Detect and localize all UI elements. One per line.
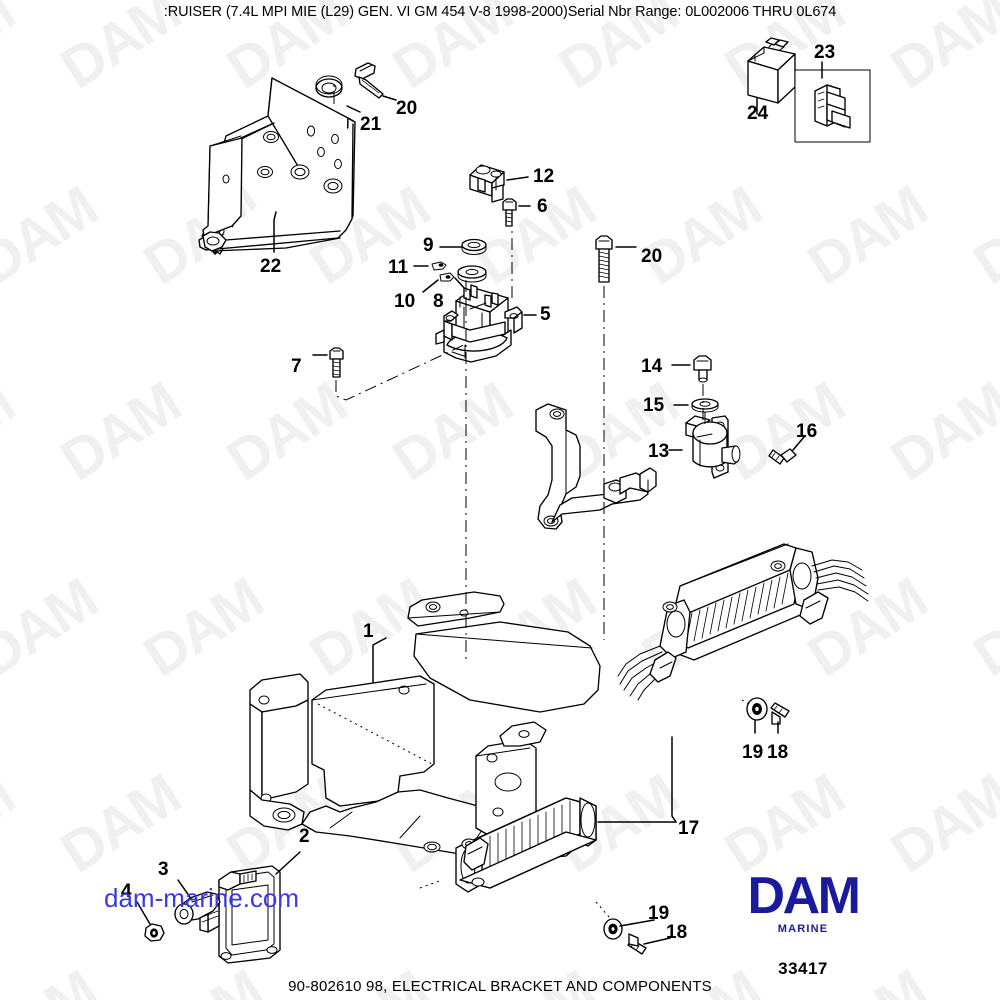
callout-7: 7 xyxy=(291,356,302,377)
part-11-terminal xyxy=(413,261,447,271)
part-12-connector xyxy=(469,164,529,203)
dam-logo: DAM xyxy=(747,867,861,925)
part-3-grommet xyxy=(174,879,221,925)
part-16-screw xyxy=(768,436,805,465)
part-14-nut xyxy=(671,355,712,383)
callout-22: 22 xyxy=(260,256,282,277)
callout-9: 9 xyxy=(423,235,434,256)
callout-18: 18 xyxy=(767,742,789,763)
callout-17: 17 xyxy=(678,818,700,839)
part-10-terminal xyxy=(422,272,455,293)
part-6-screw xyxy=(502,198,531,227)
part-23-fuse xyxy=(794,61,871,143)
callout-21: 21 xyxy=(360,114,382,135)
callout-1: 1 xyxy=(363,621,374,642)
brand-block: DAM MARINE 33417 xyxy=(718,867,888,979)
part-17-ecm-bottom xyxy=(455,797,677,893)
assembly-centerlines xyxy=(333,80,753,919)
callout-2: 2 xyxy=(299,826,310,847)
callout-3: 3 xyxy=(158,859,169,880)
callout-10: 10 xyxy=(394,291,416,312)
part-19-washer-lower xyxy=(603,918,655,940)
callout-11: 11 xyxy=(388,257,409,278)
callout-4: 4 xyxy=(121,881,132,902)
part-19-washer-upper xyxy=(746,697,768,734)
part-7-screw xyxy=(312,347,344,378)
diagram-code: 33417 xyxy=(778,959,828,979)
callout-16: 16 xyxy=(796,421,818,442)
callout-5: 5 xyxy=(540,304,551,325)
callout-14: 14 xyxy=(641,356,663,377)
part-18-screw-upper xyxy=(770,702,790,734)
callout-19-lower: 19 xyxy=(648,903,670,924)
part-24-relay xyxy=(747,37,796,115)
callout-8: 8 xyxy=(433,291,444,312)
callout-20-right: 20 xyxy=(641,246,663,267)
callout-13: 13 xyxy=(648,441,670,462)
callout-20: 20 xyxy=(396,98,418,119)
part-22-bracket xyxy=(198,77,356,255)
callout-12: 12 xyxy=(533,166,555,187)
callout-18-lower: 18 xyxy=(666,922,688,943)
part-18-screw-lower xyxy=(627,933,671,955)
intermediate-bracket xyxy=(535,403,657,530)
site-url-overlay: dam-marine.com xyxy=(104,883,300,913)
callout-19: 19 xyxy=(742,742,764,763)
callout-24: 24 xyxy=(747,103,769,124)
part-5-ignition-coil xyxy=(435,284,537,363)
part-13-solenoid xyxy=(668,415,741,479)
part-4-nut xyxy=(136,901,165,942)
page-title: :RUISER (7.4L MPI MIE (L29) GEN. VI GM 4… xyxy=(163,4,837,20)
callout-15: 15 xyxy=(643,395,665,416)
part-9-nut xyxy=(439,238,487,255)
part-21-grommet xyxy=(315,75,361,113)
dam-logo-subtitle: MARINE xyxy=(777,923,829,936)
part-20-bolt xyxy=(354,62,397,101)
callout-6: 6 xyxy=(537,196,548,217)
part-15-washer xyxy=(673,398,719,413)
part-20-bolt-right xyxy=(595,235,637,283)
diagram-caption: 90-802610 98, ELECTRICAL BRACKET AND COM… xyxy=(288,978,712,995)
part-17-ecm-right xyxy=(617,543,869,823)
callout-23: 23 xyxy=(814,42,836,63)
